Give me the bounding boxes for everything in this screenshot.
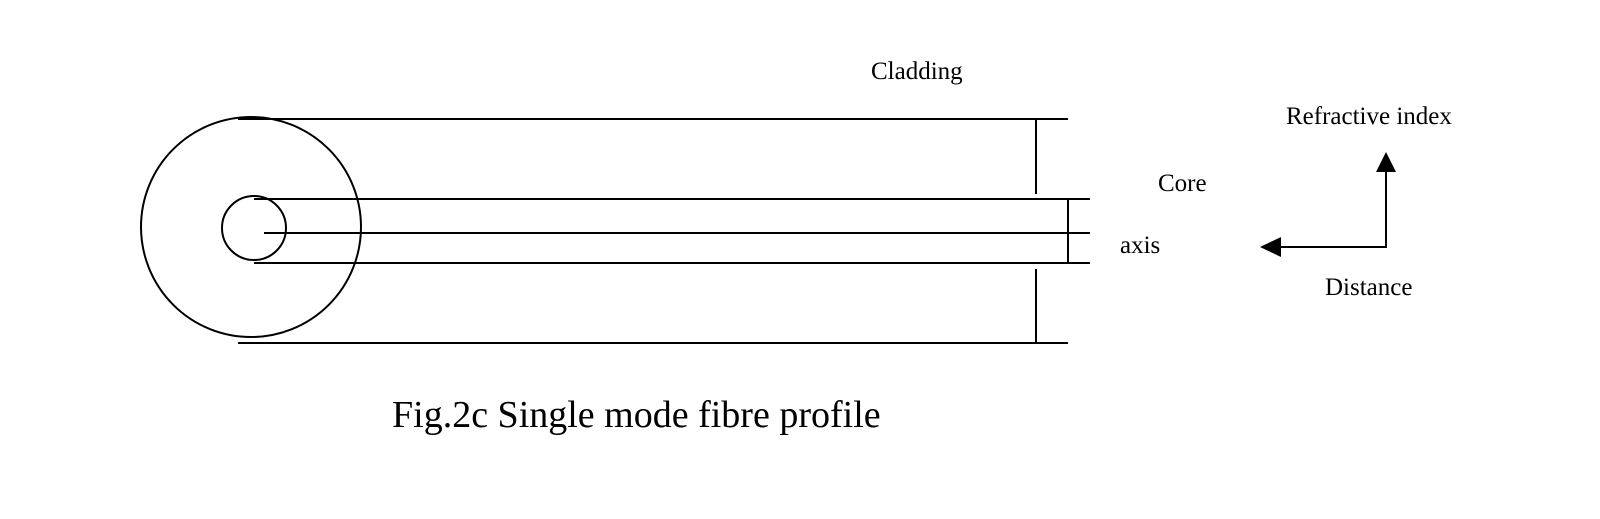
figure-caption: Fig.2c Single mode fibre profile (392, 394, 881, 436)
cladding-cross-section (140, 116, 362, 338)
axis-label: axis (1120, 232, 1160, 259)
distance-label: Distance (1325, 274, 1412, 301)
refractive-index-arrow-head (1376, 152, 1396, 172)
core-label: Core (1158, 170, 1207, 197)
distance-arrow-head (1260, 237, 1281, 257)
cladding-label: Cladding (871, 58, 963, 85)
refractive-index-label: Refractive index (1286, 103, 1452, 130)
core-cross-section (221, 195, 287, 261)
